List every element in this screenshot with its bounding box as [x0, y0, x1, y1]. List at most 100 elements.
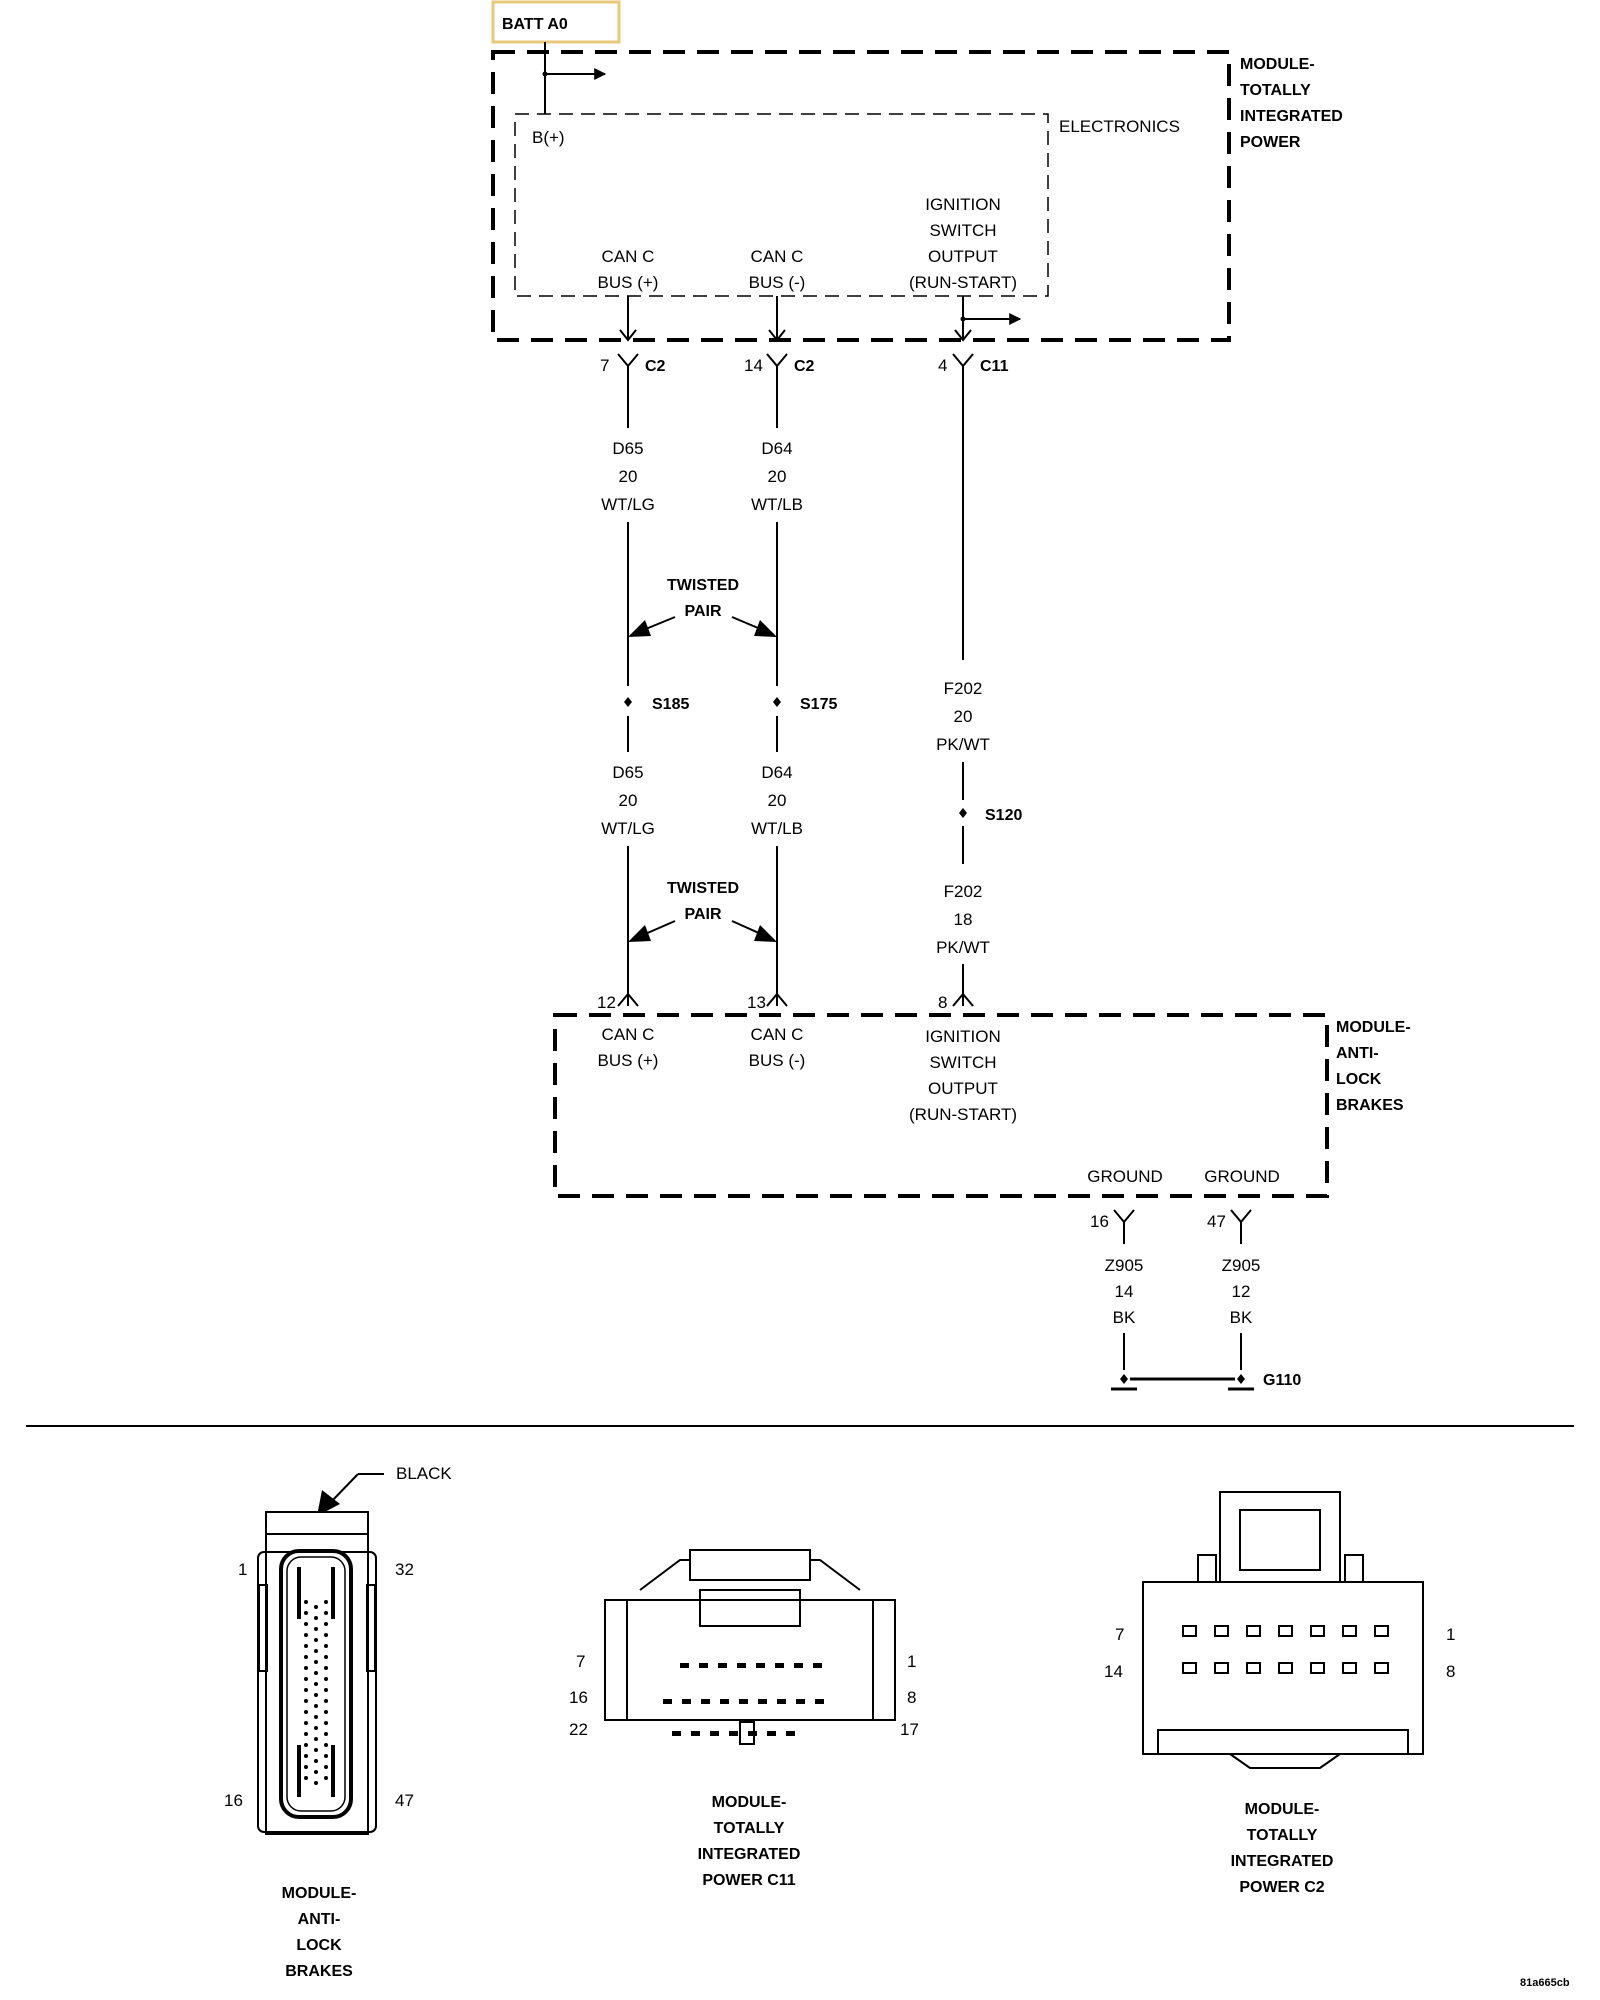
abs-pin	[314, 1737, 318, 1741]
abs-pin	[314, 1649, 318, 1653]
d65-upper-color: WT/LG	[601, 495, 655, 514]
d64-lower-gauge: 20	[768, 791, 787, 810]
c2-caption-l3: INTEGRATED	[1231, 1853, 1334, 1870]
abs-pin	[304, 1611, 308, 1615]
svg-text:G110: G110	[1263, 1372, 1301, 1389]
svg-text:TWISTED: TWISTED	[667, 880, 739, 897]
abs-pin	[324, 1765, 328, 1769]
splice-s120: S120	[959, 807, 1022, 824]
c2-pin	[1374, 1625, 1389, 1637]
c2-caption-l1: MODULE-	[1245, 1801, 1320, 1818]
z905-b-color: BK	[1230, 1308, 1253, 1327]
c11-pin	[718, 1663, 727, 1668]
c2-pin	[1342, 1625, 1357, 1637]
c11-pin	[748, 1731, 757, 1736]
c2-pin	[1246, 1625, 1261, 1637]
c11-pin-22: 22	[569, 1720, 588, 1739]
c11-caption-l1: MODULE-	[712, 1794, 787, 1811]
abs-slot-right-bottom	[331, 1745, 335, 1797]
c2-caption-l4: POWER C2	[1239, 1879, 1324, 1896]
svg-text:8: 8	[938, 993, 947, 1012]
abs-slot-right	[331, 1567, 335, 1619]
abs-slot-left	[297, 1567, 301, 1619]
ground-pins: 16 47	[1090, 1209, 1252, 1231]
c2-pin-14: 14	[1104, 1662, 1123, 1681]
d64-upper-gauge: 20	[768, 467, 787, 486]
svg-text:S185: S185	[652, 696, 689, 713]
abs-pin	[304, 1644, 308, 1648]
c2-pin	[1310, 1625, 1325, 1637]
svg-text:PAIR: PAIR	[684, 603, 721, 620]
c11-pin	[813, 1663, 822, 1668]
abs-pin	[314, 1682, 318, 1686]
tipm-can-minus-l2: BUS (-)	[749, 273, 806, 292]
splice-s175: S175	[773, 696, 837, 713]
svg-text:16: 16	[1090, 1212, 1109, 1231]
c2-pin	[1214, 1625, 1229, 1637]
abs-connector-face: BLACK 1 32 16 47 MODULE- ANTI- LOCK BRAK…	[224, 1464, 452, 1980]
tipm-title-line3: INTEGRATED	[1240, 108, 1343, 125]
abs-pin	[304, 1765, 308, 1769]
c11-pin	[815, 1699, 824, 1704]
c11-pin	[663, 1699, 672, 1704]
tipm-ign-l3: OUTPUT	[928, 247, 998, 266]
abs-pin-16: 16	[224, 1791, 243, 1810]
abs-pin	[304, 1688, 308, 1692]
d64-upper-color: WT/LB	[751, 495, 803, 514]
z905-a-color: BK	[1113, 1308, 1136, 1327]
f202-lower-code: F202	[944, 882, 983, 901]
abs-pin	[304, 1732, 308, 1736]
f202-upper-code: F202	[944, 679, 983, 698]
abs-pin	[324, 1776, 328, 1780]
batt-label-box	[491, 0, 621, 44]
d65-lower-code: D65	[612, 763, 643, 782]
c11-pin	[775, 1663, 784, 1668]
abs-pin	[314, 1627, 318, 1631]
abs-pin	[314, 1715, 318, 1719]
c11-pin-17: 17	[900, 1720, 919, 1739]
d65-upper-code: D65	[612, 439, 643, 458]
abs-connector-color: BLACK	[396, 1464, 452, 1483]
tipm-can-plus-l2: BUS (+)	[598, 273, 659, 292]
svg-text:LOCK: LOCK	[1336, 1071, 1382, 1088]
pin-4: 4	[938, 356, 947, 375]
f202-lower-color: PK/WT	[936, 938, 990, 957]
tipm-module: MODULE- TOTALLY INTEGRATED POWER ELECTRO…	[491, 50, 1343, 342]
abs-pin	[324, 1754, 328, 1758]
tipm-can-plus-l1: CAN C	[602, 247, 655, 266]
bplus-feed	[542, 42, 607, 114]
c11-pin	[672, 1731, 681, 1736]
c11-pin-16: 16	[569, 1688, 588, 1707]
abs-pin	[304, 1600, 308, 1604]
c2-pin	[1342, 1662, 1357, 1674]
c11-pin	[794, 1663, 803, 1668]
abs-pin	[314, 1616, 318, 1620]
abs-pin	[314, 1748, 318, 1752]
tipm-connector-pins: 7 C2 14 C2 4 C11	[600, 353, 1009, 375]
c2-pin	[1246, 1662, 1261, 1674]
tipm-ign-l4: (RUN-START)	[909, 273, 1017, 292]
c11-pin	[767, 1731, 776, 1736]
abs-pin	[314, 1704, 318, 1708]
abs-pin	[304, 1710, 308, 1714]
abs-caption-l2: ANTI-	[298, 1911, 341, 1928]
abs-caption-l1: MODULE-	[282, 1885, 357, 1902]
c2-pin	[1182, 1625, 1197, 1637]
abs-caption-l3: LOCK	[296, 1937, 342, 1954]
f202-upper-color: PK/WT	[936, 735, 990, 754]
svg-text:CAN C: CAN C	[602, 1025, 655, 1044]
c11-pin	[720, 1699, 729, 1704]
abs-pin	[324, 1699, 328, 1703]
batt-label: BATT A0	[502, 16, 568, 33]
abs-pin	[304, 1699, 308, 1703]
svg-text:S175: S175	[800, 696, 837, 713]
c11-pin-8: 8	[907, 1688, 916, 1707]
svg-text:OUTPUT: OUTPUT	[928, 1079, 998, 1098]
c2-pin	[1278, 1662, 1293, 1674]
d65-lower-color: WT/LG	[601, 819, 655, 838]
abs-caption-l4: BRAKES	[285, 1963, 353, 1980]
c2-pin-8: 8	[1446, 1662, 1455, 1681]
z905-a-gauge: 14	[1115, 1282, 1134, 1301]
d65-lower-gauge: 20	[619, 791, 638, 810]
